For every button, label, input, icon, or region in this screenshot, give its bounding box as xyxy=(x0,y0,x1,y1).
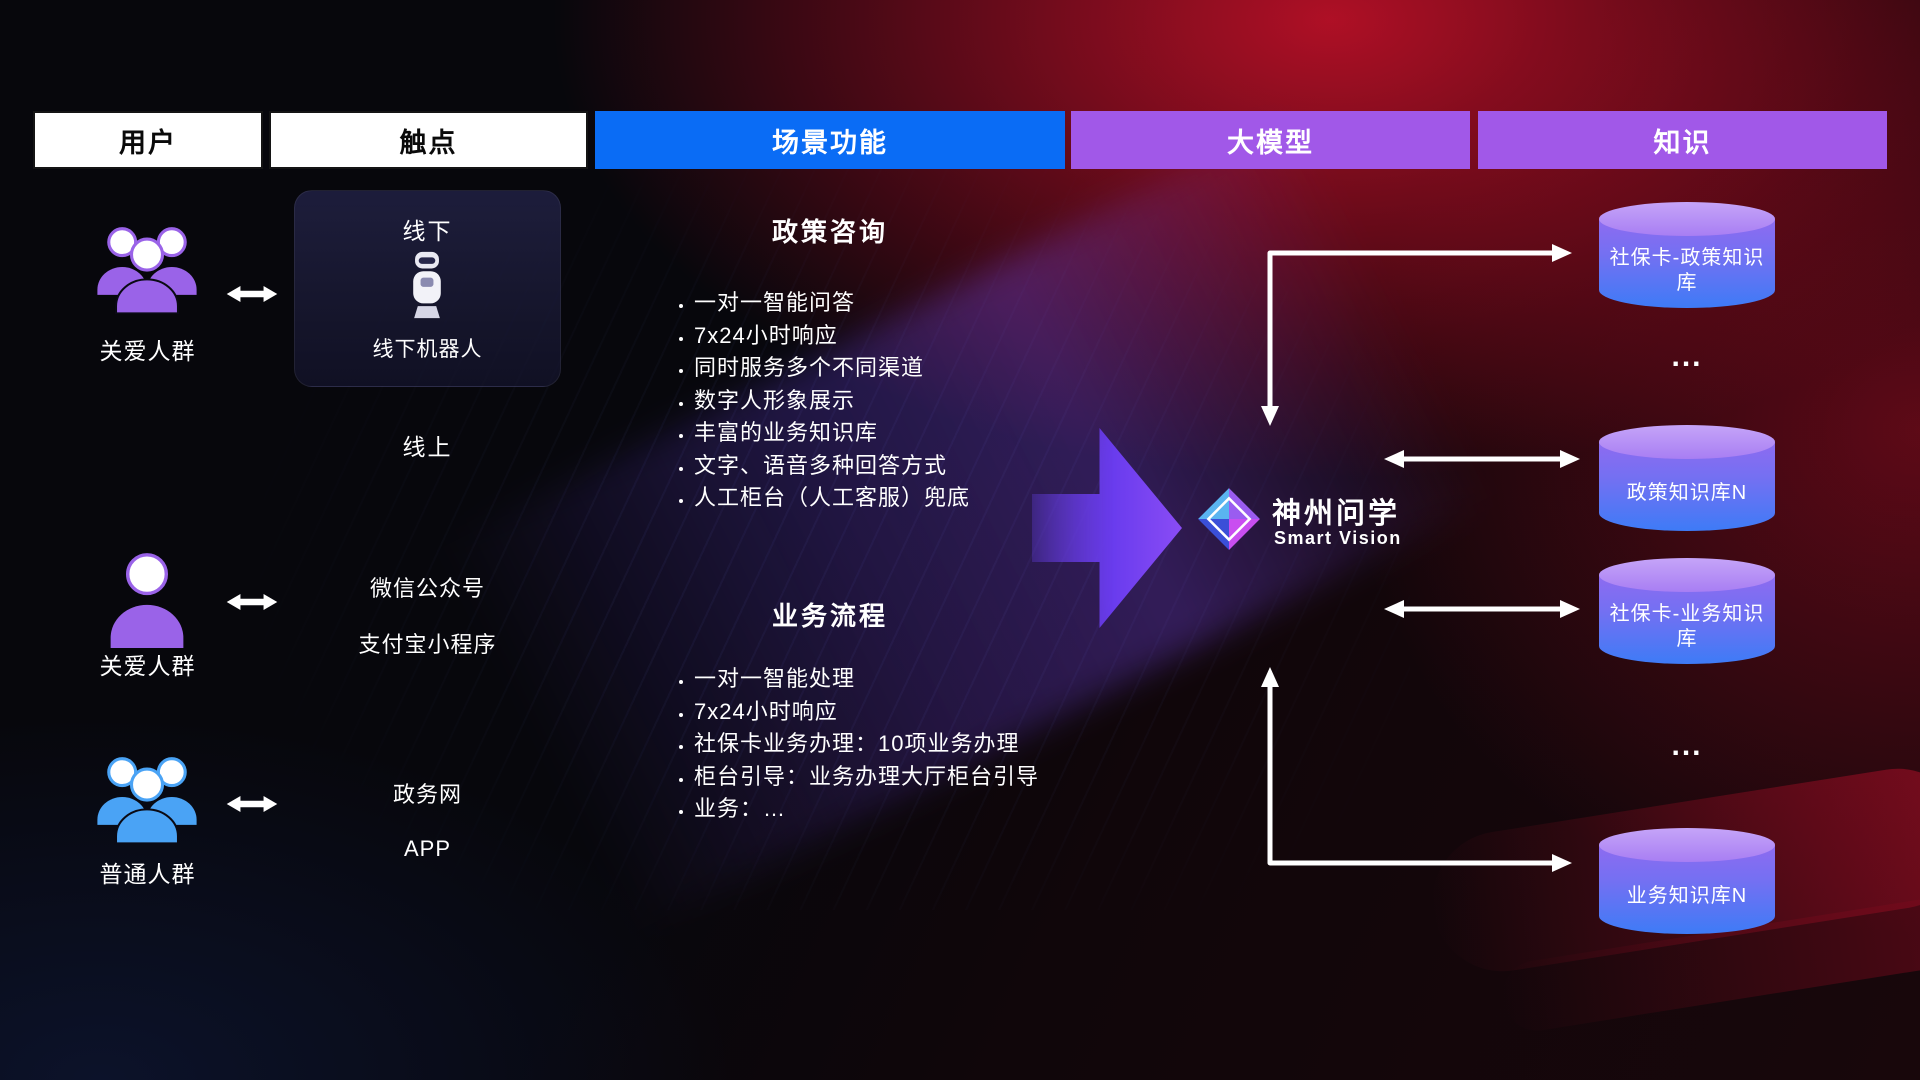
offline-title: 线下 xyxy=(402,218,453,244)
list-item: 一对一智能处理 xyxy=(694,668,1039,690)
user-label-ordinary-group: 普通人群 xyxy=(99,861,196,887)
policy-consult-list: 一对一智能问答 7x24小时响应 同时服务多个不同渠道 数字人形象展示 丰富的业… xyxy=(694,292,970,520)
list-item: 社保卡业务办理：10项业务办理 xyxy=(694,733,1039,755)
channel-app: APP xyxy=(403,836,452,861)
header-scenarios: 场景功能 xyxy=(595,111,1065,169)
list-item: 文字、语音多种回答方式 xyxy=(694,454,970,477)
ellipsis-dots: ... xyxy=(1671,729,1703,762)
database-cylinder-business-n: 业务知识库N xyxy=(1599,828,1775,934)
group-people-icon-blue xyxy=(85,752,209,849)
list-item: 数字人形象展示 xyxy=(694,389,970,412)
brand-logo-icon xyxy=(1196,486,1262,557)
business-process-title: 业务流程 xyxy=(771,601,888,631)
list-item: 人工柜台（人工客服）兜底 xyxy=(694,487,970,509)
group-people-icon xyxy=(85,222,209,319)
db-label: 政策知识库N xyxy=(1626,482,1748,504)
header-users: 用户 xyxy=(33,111,263,169)
database-cylinder-policy-ssc: 社保卡-政策知识库 xyxy=(1599,202,1775,308)
list-item: 同时服务多个不同渠道 xyxy=(694,357,970,379)
channel-wechat: 微信公众号 xyxy=(369,576,485,601)
database-cylinder-business-ssc: 社保卡-业务知识库 xyxy=(1599,558,1775,664)
header-touchpoints: 触点 xyxy=(269,111,588,169)
policy-consult-title: 政策咨询 xyxy=(771,217,888,247)
user-label-care-group-1: 关爱人群 xyxy=(99,338,196,364)
cylinder-top xyxy=(1599,202,1775,236)
single-person-icon xyxy=(100,548,194,653)
list-item: 7x24小时响应 xyxy=(694,324,970,347)
offline-robot-label: 线下机器人 xyxy=(372,338,483,361)
header-knowledge: 知识 xyxy=(1478,111,1887,169)
ellipsis-dots: ... xyxy=(1671,340,1703,373)
user-label-care-group-2: 关爱人群 xyxy=(99,653,196,679)
list-item: 7x24小时响应 xyxy=(694,700,1039,723)
arrow-model-to-db4 xyxy=(1267,687,1552,866)
double-arrow-icon xyxy=(226,283,278,310)
header-model: 大模型 xyxy=(1071,111,1470,169)
channel-alipay: 支付宝小程序 xyxy=(358,632,497,657)
database-cylinder-policy-n: 政策知识库N xyxy=(1599,425,1775,531)
business-process-list: 一对一智能处理 7x24小时响应 社保卡业务办理：10项业务办理 柜台引导：业务… xyxy=(694,668,1039,831)
robot-icon xyxy=(404,250,450,325)
double-arrow-icon xyxy=(226,591,278,618)
brand-subtitle: Smart Vision xyxy=(1274,528,1402,548)
db-label: 业务知识库N xyxy=(1626,885,1748,907)
list-item: 业务：… xyxy=(694,798,1039,820)
list-item: 一对一智能问答 xyxy=(694,292,970,314)
channel-gov-web: 政务网 xyxy=(392,782,462,807)
cylinder-top xyxy=(1599,828,1775,862)
cylinder-top xyxy=(1599,558,1775,592)
list-item: 柜台引导：业务办理大厅柜台引导 xyxy=(694,765,1039,788)
online-title: 线上 xyxy=(402,434,453,460)
db-label: 社保卡-政策知识库 xyxy=(1609,246,1765,294)
double-arrow-icon xyxy=(226,793,278,820)
brand-name: 神州问学 xyxy=(1272,498,1401,530)
db-label: 社保卡-业务知识库 xyxy=(1609,602,1765,650)
arrow-model-to-db1 xyxy=(1267,250,1552,406)
list-item: 丰富的业务知识库 xyxy=(694,422,970,444)
cylinder-top xyxy=(1599,425,1775,459)
